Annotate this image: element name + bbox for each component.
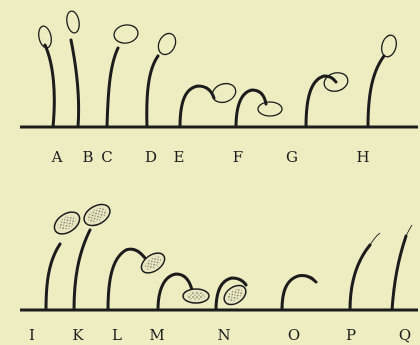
- label-c: C: [101, 148, 112, 166]
- stage-m-drawing: [158, 274, 209, 310]
- sporangium-b: [65, 10, 81, 34]
- stalk-l: [108, 249, 145, 310]
- stalk-c: [107, 48, 118, 127]
- label-a: A: [51, 148, 63, 166]
- label-p: P: [346, 326, 356, 344]
- spore-wisp-p: [370, 233, 380, 245]
- stage-q-drawing: [392, 225, 412, 310]
- stage-c-drawing: [107, 23, 139, 127]
- stage-e-drawing: [180, 80, 238, 127]
- stalk-b: [71, 40, 79, 127]
- stalk-i: [46, 244, 60, 310]
- label-e: E: [174, 148, 185, 166]
- stalk-e: [180, 86, 214, 127]
- sporangium-k: [80, 200, 113, 230]
- label-b: B: [82, 148, 93, 166]
- stalk-f: [236, 90, 266, 127]
- label-k: K: [72, 326, 84, 344]
- label-d: D: [145, 148, 157, 166]
- sporangium-i: [50, 208, 83, 239]
- sporangium-c: [113, 23, 140, 45]
- sporangium-m: [183, 289, 209, 303]
- sporangium-e: [210, 80, 239, 105]
- stalk-o: [282, 275, 316, 310]
- spore-wisp-q: [406, 225, 412, 236]
- label-o: O: [288, 326, 300, 344]
- label-h: H: [356, 148, 369, 166]
- stage-h-drawing: [368, 34, 399, 127]
- label-f: F: [233, 148, 243, 166]
- stage-a-drawing: [37, 25, 54, 127]
- stalk-k: [74, 230, 90, 310]
- stalk-a: [45, 45, 54, 127]
- bottom-row: I K L M N O P Q: [20, 200, 418, 344]
- sporangium-d: [155, 31, 179, 58]
- stage-p-drawing: [350, 233, 380, 310]
- stalk-h: [368, 56, 384, 127]
- stage-g-drawing: [306, 70, 350, 127]
- stalk-p: [350, 245, 370, 310]
- label-g: G: [286, 148, 298, 166]
- stage-d-drawing: [147, 31, 179, 127]
- stalk-g: [306, 76, 336, 127]
- label-i: I: [29, 326, 35, 344]
- label-n: N: [217, 326, 230, 344]
- stalk-d: [147, 56, 158, 127]
- stage-f-drawing: [236, 90, 282, 127]
- stage-b-drawing: [65, 10, 81, 127]
- label-l: L: [112, 326, 122, 344]
- sporangium-h: [379, 34, 398, 59]
- stage-o-drawing: [282, 275, 316, 310]
- stalk-q: [392, 236, 406, 310]
- label-q: Q: [399, 326, 411, 344]
- stage-n-drawing: [216, 278, 249, 310]
- stage-i-drawing: [46, 208, 84, 310]
- label-m: M: [149, 326, 164, 344]
- top-row: A B C D E F G H: [20, 10, 418, 166]
- sporangium-f: [258, 102, 282, 116]
